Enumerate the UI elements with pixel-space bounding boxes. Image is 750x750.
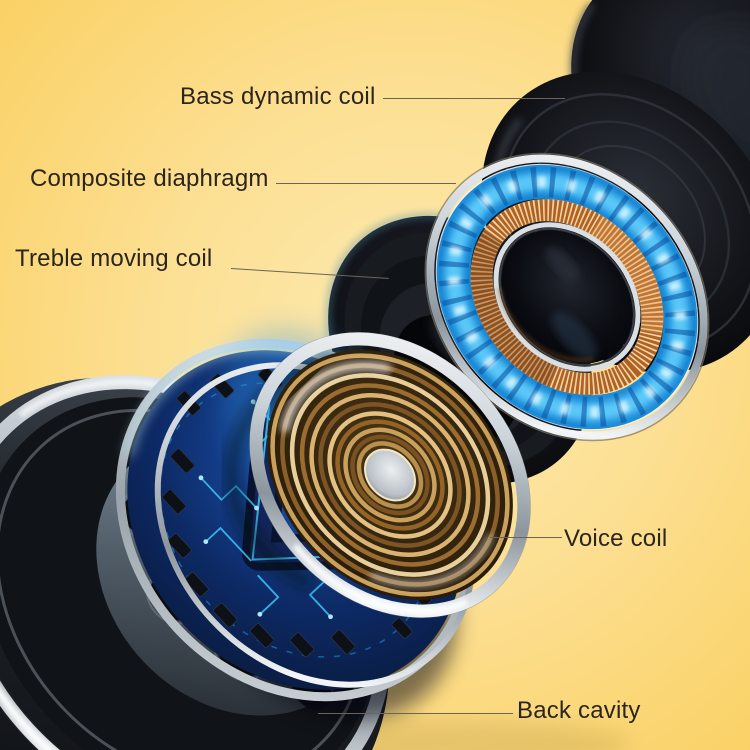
leader-line-voice-coil	[490, 537, 562, 538]
label-voice-coil: Voice coil	[564, 525, 668, 552]
voice-coil-spiral	[249, 331, 531, 619]
leader-line-composite-diaphragm	[276, 183, 456, 184]
label-treble-moving-coil: Treble moving coil	[15, 245, 213, 272]
voice-coil-shadow	[223, 347, 339, 593]
coil-windings	[270, 353, 510, 597]
composite-diaphragm-ring	[424, 152, 710, 442]
label-composite-diaphragm: Composite diaphragm	[30, 165, 269, 192]
leader-line-bass-dynamic-coil	[383, 98, 565, 99]
label-bass-dynamic-coil: Bass dynamic coil	[180, 83, 376, 110]
leader-line-back-cavity	[318, 713, 513, 714]
label-back-cavity: Back cavity	[517, 697, 641, 724]
